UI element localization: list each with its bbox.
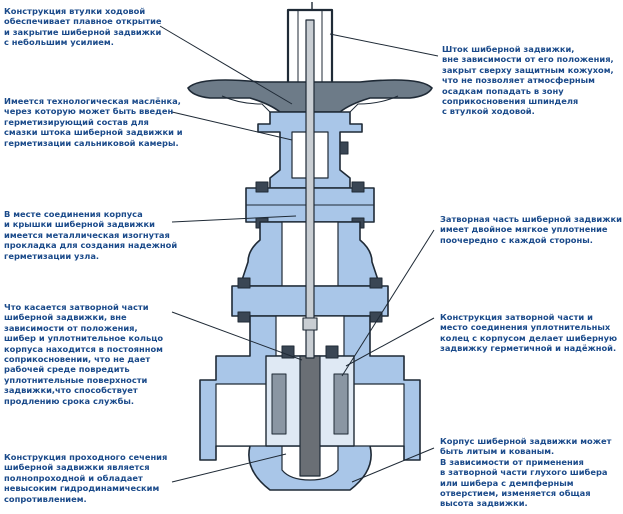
gate-plate (299, 355, 321, 477)
note-rings: Конструкция затворной части и место соед… (440, 312, 618, 354)
oiler (339, 141, 349, 155)
stem (305, 19, 315, 359)
seat-ring-left (271, 373, 287, 435)
leader-lines (159, 25, 439, 483)
note-gate-part: Что касается затворной части шиберной за… (4, 302, 164, 406)
note-oiler: Имеется технологическая маслёнка, через … (4, 96, 183, 148)
note-sleeve: Конструкция втулки ходовой обеспечивает … (4, 6, 162, 48)
seat-ring-right (333, 373, 349, 435)
note-passage: Конструкция проходного сечения шиберной … (4, 452, 168, 504)
note-stem: Шток шиберной задвижки, вне зависимости … (442, 44, 614, 117)
note-seal: Затворная часть шиберной задвижки имеет … (440, 214, 622, 245)
note-gasket: В месте соединения корпуса и крышки шибе… (4, 209, 178, 261)
note-body: Корпус шиберной задвижки может быть литы… (440, 436, 612, 509)
